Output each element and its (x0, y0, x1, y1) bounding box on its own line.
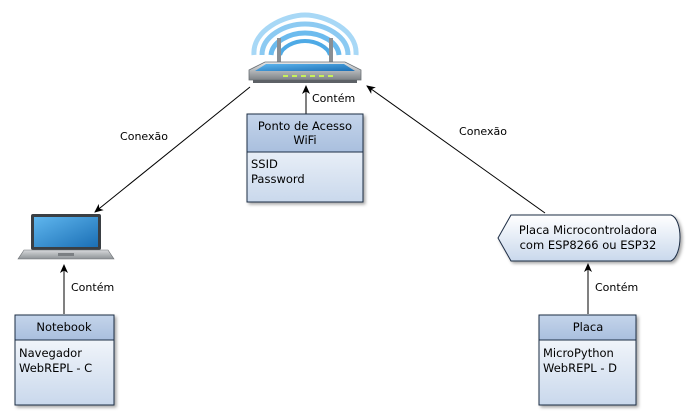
edge-label-notebook-laptop: Contém (71, 281, 114, 294)
placa-title: Placa (573, 320, 604, 334)
placa-attr-micropython: MicroPython (543, 346, 614, 360)
edge-label-ap-router: Contém (312, 92, 355, 105)
placa-attr-webrepl: WebREPL - D (543, 361, 617, 375)
access-point-attr-password: Password (251, 172, 305, 186)
placa-box[interactable] (538, 314, 637, 406)
board-node-line1: Placa Microcontroladora (519, 223, 657, 237)
edge-label-board-router: Conexão (459, 125, 507, 138)
wifi-router-icon (248, 12, 362, 83)
edge-label-router-notebook: Conexão (120, 130, 168, 143)
access-point-title-line1: Ponto de Acesso (258, 119, 352, 133)
access-point-attr-ssid: SSID (251, 157, 278, 171)
access-point-title-line2: WiFi (293, 133, 316, 147)
edge-router-notebook (94, 86, 251, 213)
edge-board-router (366, 85, 546, 214)
edge-label-placa-board: Contém (595, 281, 638, 294)
notebook-attr-webrepl: WebREPL - C (19, 361, 92, 375)
notebook-title: Notebook (36, 320, 92, 334)
board-node-line2: com ESP8266 ou ESP32 (520, 238, 657, 252)
board-node[interactable] (497, 214, 681, 262)
notebook-attr-navegador: Navegador (19, 346, 82, 360)
notebook-box[interactable] (14, 314, 115, 406)
access-point-box[interactable] (246, 113, 364, 203)
laptop-icon (17, 214, 115, 260)
